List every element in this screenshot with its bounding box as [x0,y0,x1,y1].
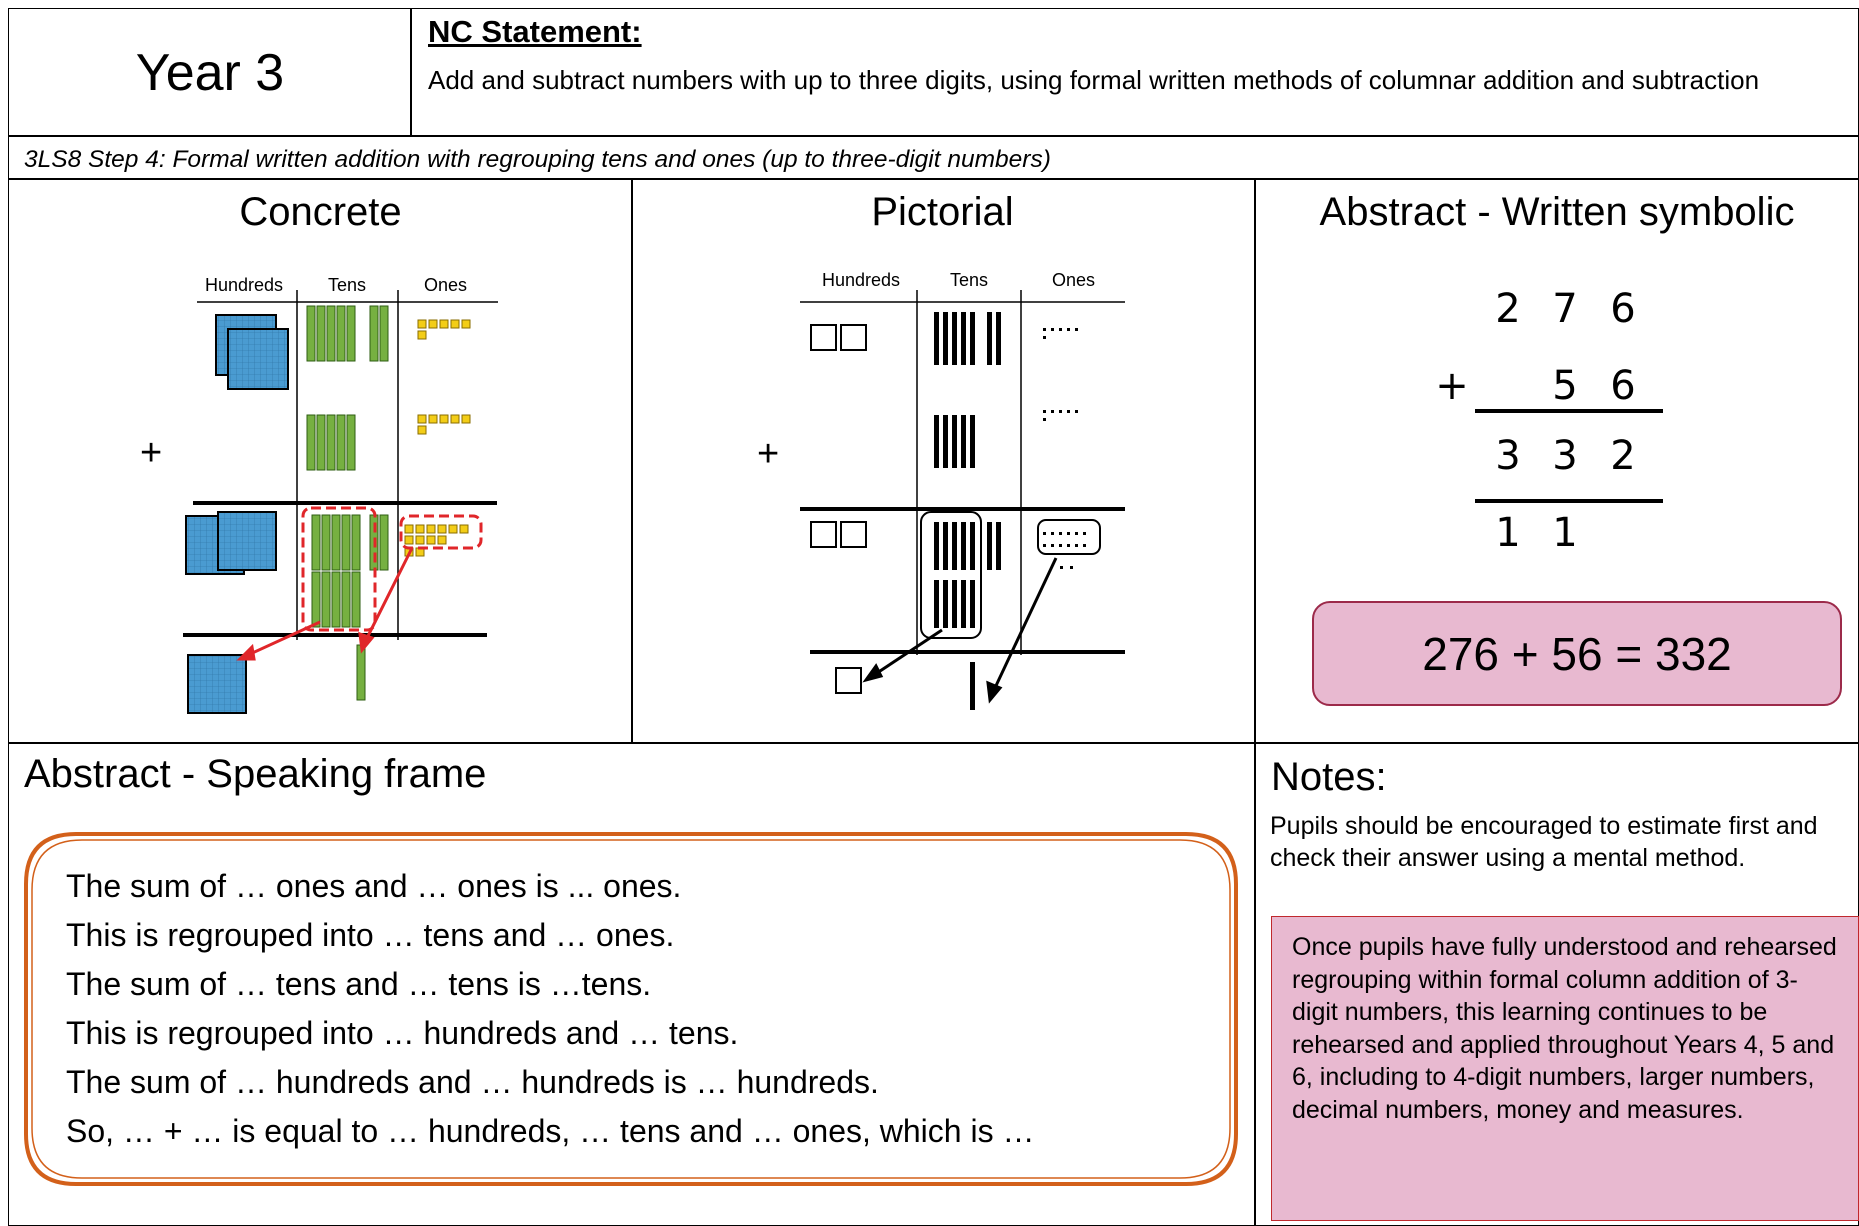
carry-hundreds: 1 [1495,510,1521,556]
speaking-line-3: The sum of … tens and … tens is …tens. [66,966,652,1002]
divider-concrete [631,178,633,743]
pictorial-diagram [800,290,1125,710]
notes-callout: Once pupils have fully understood and re… [1271,916,1859,1221]
nc-statement-text: Add and subtract numbers with up to thre… [428,65,1760,95]
sum-line [1475,409,1663,413]
concrete-heading: Concrete [239,190,402,234]
carry-line [1475,499,1663,503]
year-title: Year 3 [135,44,285,102]
step-description: 3LS8 Step 4: Formal written addition wit… [24,146,1051,173]
answer-ones: 2 [1610,433,1636,479]
answer-hundreds: 3 [1495,433,1521,479]
pictorial-tens-header: Tens [950,270,989,290]
concrete-plus-sign: + [140,432,163,474]
divider-header [8,135,1859,137]
abstract-written-heading: Abstract - Written symbolic [1319,190,1795,234]
pictorial-ones-header: Ones [1052,270,1096,290]
carry-tens: 1 [1552,510,1578,556]
addend1-ones: 6 [1610,286,1636,332]
speaking-line-1: The sum of … ones and … ones is ... ones… [66,868,682,904]
nc-statement-title: NC Statement: [428,14,642,49]
concrete-tens-header: Tens [328,275,367,295]
speaking-line-6: So, … + … is equal to … hundreds, … tens… [66,1113,1035,1149]
notes-text: Pupils should be encouraged to estimate … [1270,812,1818,872]
pictorial-hundreds-header: Hundreds [822,270,901,290]
speaking-line-2: This is regrouped into … tens and … ones… [66,917,675,953]
notes-heading: Notes: [1271,755,1387,799]
addend2-tens: 5 [1552,363,1578,409]
answer-tens: 3 [1552,433,1578,479]
divider-right [1254,178,1256,1226]
speaking-line-4: This is regrouped into … hundreds and … … [66,1015,739,1051]
addition-plus-sign: + [1435,363,1469,409]
divider-step [8,178,1859,180]
concrete-hundreds-header: Hundreds [205,275,284,295]
addend2-ones: 6 [1610,363,1636,409]
pictorial-heading: Pictorial [871,190,1014,234]
addend1-tens: 7 [1552,286,1578,332]
concrete-ones-header: Ones [424,275,468,295]
speaking-line-5: The sum of … hundreds and … hundreds is … [66,1064,879,1100]
divider-middle [8,742,1859,744]
addend1-hundreds: 2 [1495,286,1521,332]
equation-box: 276 + 56 = 332 [1312,601,1842,706]
concrete-base-ten-diagram [183,290,498,714]
pictorial-plus-sign: + [757,433,780,475]
speaking-frame-border [24,832,1238,1186]
divider-year [410,8,412,136]
speaking-frame-heading: Abstract - Speaking frame [24,752,487,796]
